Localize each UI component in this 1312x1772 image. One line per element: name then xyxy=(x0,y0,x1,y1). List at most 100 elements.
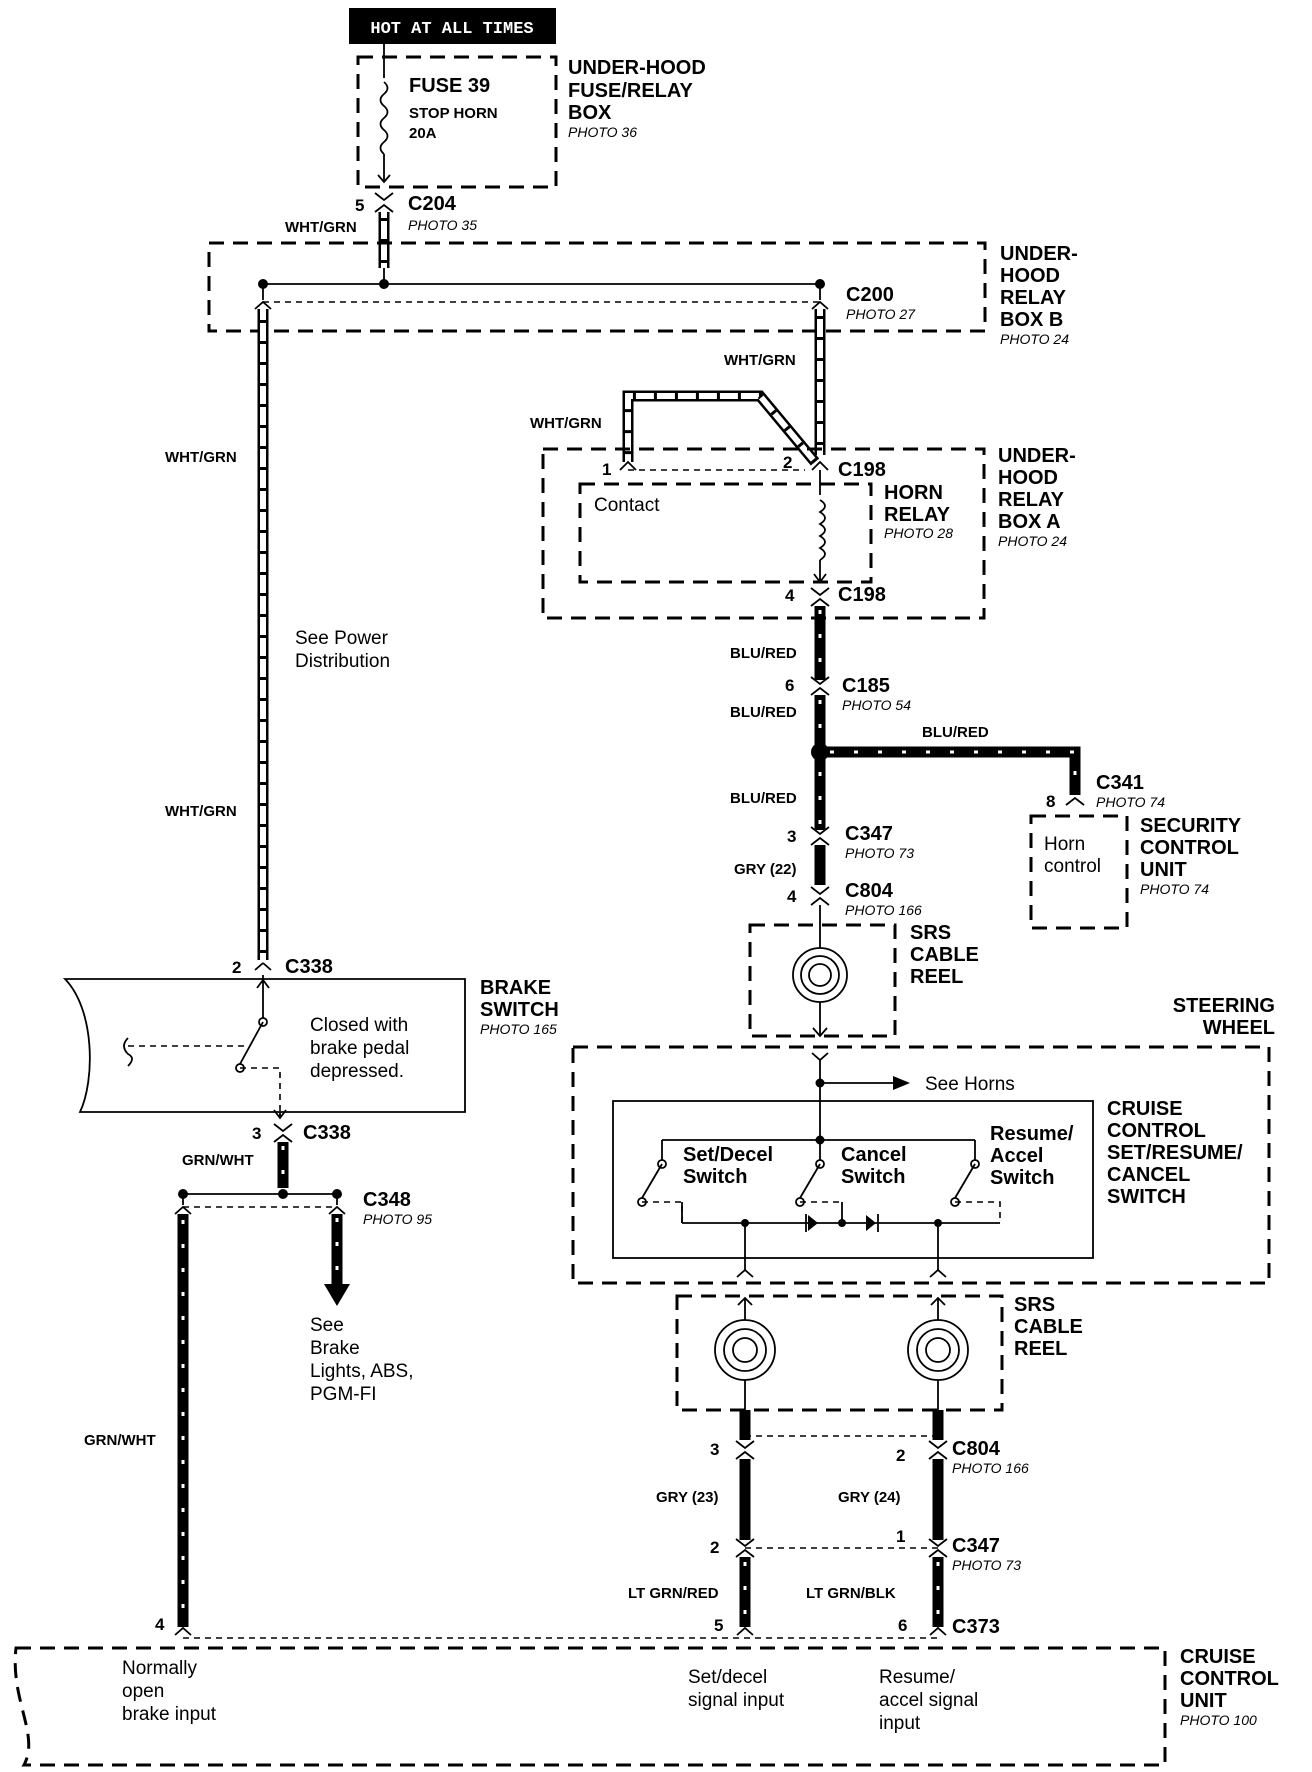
c198-bot: C198 xyxy=(838,584,886,606)
c185-pin: 6 xyxy=(785,676,794,695)
security-input-1: Horn xyxy=(1044,834,1085,855)
ccu-input1-c: brake input xyxy=(122,1704,217,1725)
relay-coil xyxy=(818,499,826,561)
brake-desc-1: Closed with xyxy=(310,1015,408,1036)
ccu-input3-b: accel signal xyxy=(879,1690,978,1711)
c204-name: C204 xyxy=(408,193,457,215)
c204-photo: PHOTO 35 xyxy=(408,217,477,233)
c204-pin: 5 xyxy=(355,196,364,215)
switch3-label-a: Resume/ xyxy=(990,1123,1074,1145)
see-brake-3: Lights, ABS, xyxy=(310,1361,414,1382)
box-b-photo: PHOTO 24 xyxy=(1000,331,1069,347)
ccu-title-2: CONTROL xyxy=(1180,1668,1279,1690)
whtgrn-relay-left: WHT/GRN xyxy=(530,415,602,432)
srs-top-title-1: SRS xyxy=(910,922,951,944)
c804-bot-pin-r: 2 xyxy=(896,1446,905,1465)
security-title-1: SECURITY xyxy=(1140,815,1242,837)
brake-title-1: BRAKE xyxy=(480,977,551,999)
fuse-box-photo: PHOTO 36 xyxy=(568,124,637,140)
ccu-title-1: CRUISE xyxy=(1180,1646,1256,1668)
srs-bot-title-2: CABLE xyxy=(1014,1316,1083,1338)
cruise-title-5: SWITCH xyxy=(1107,1186,1186,1208)
see-brake-arrow xyxy=(324,1284,350,1306)
box-a-photo: PHOTO 24 xyxy=(998,533,1067,549)
c338-top-pin: 2 xyxy=(232,958,241,977)
brake-desc-3: depressed. xyxy=(310,1061,404,1082)
security-title-2: CONTROL xyxy=(1140,837,1239,859)
box-a-title-2: HOOD xyxy=(998,467,1058,489)
horn-relay-title-1: HORN xyxy=(884,482,943,504)
box-a-title-3: RELAY xyxy=(998,489,1065,511)
srs-reel-bot-outline xyxy=(675,1294,1004,1412)
c338-bot-name: C338 xyxy=(303,1122,351,1144)
hot-label-box xyxy=(349,8,556,44)
steering-title-2: WHEEL xyxy=(1203,1017,1275,1039)
see-horns: See Horns xyxy=(925,1074,1015,1095)
security-title-3: UNIT xyxy=(1140,859,1187,881)
srs-top-title-2: CABLE xyxy=(910,944,979,966)
box-b-title-4: BOX B xyxy=(1000,309,1063,331)
grnwht-1: GRN/WHT xyxy=(182,1152,254,1169)
srs-bot-title-1: SRS xyxy=(1014,1294,1055,1316)
ccu-input2-b: signal input xyxy=(688,1690,785,1711)
box-b-title-1: UNDER- xyxy=(1000,243,1078,265)
fuse-box-title-2: FUSE/RELAY xyxy=(568,80,694,102)
whtgrn-upper-right: WHT/GRN xyxy=(724,352,796,369)
c185-name: C185 xyxy=(842,675,890,697)
horn-relay-outline xyxy=(578,482,873,584)
ccu-photo: PHOTO 100 xyxy=(1180,1712,1257,1728)
c200-photo: PHOTO 27 xyxy=(846,306,916,322)
fuse-box-title-1: UNDER-HOOD xyxy=(568,57,706,79)
c341-name: C341 xyxy=(1096,772,1144,794)
see-brake-1: See xyxy=(310,1315,344,1336)
whtgrn-left-lower: WHT/GRN xyxy=(165,803,237,820)
switch3-label-c: Switch xyxy=(990,1167,1054,1189)
ccu-input3-c: input xyxy=(879,1713,921,1734)
c347-bot-name: C347 xyxy=(952,1535,1000,1557)
power-note-1: See Power xyxy=(295,628,389,649)
box-b-title-2: HOOD xyxy=(1000,265,1060,287)
switch2-label-a: Cancel xyxy=(841,1144,907,1166)
c804-bot-photo: PHOTO 166 xyxy=(952,1460,1029,1476)
ltgrnblk: LT GRN/BLK xyxy=(806,1585,896,1602)
see-brake-2: Brake xyxy=(310,1338,360,1359)
cruise-title-2: CONTROL xyxy=(1107,1120,1206,1142)
security-input-2: control xyxy=(1044,856,1101,877)
srs-reel-top-outline xyxy=(748,923,897,1038)
hot-label: HOT AT ALL TIMES xyxy=(370,20,533,39)
gry23: GRY (23) xyxy=(656,1489,719,1506)
c341-pin: 8 xyxy=(1046,792,1055,811)
blured-2: BLU/RED xyxy=(730,704,797,721)
relay-contact: Contact xyxy=(594,495,660,516)
switch1-label-b: Switch xyxy=(683,1166,747,1188)
ccu-title-3: UNIT xyxy=(1180,1690,1227,1712)
c348-name: C348 xyxy=(363,1189,411,1211)
blured-branch: BLU/RED xyxy=(922,724,989,741)
see-horns-arrow xyxy=(893,1076,910,1090)
security-unit-outline xyxy=(1029,814,1129,930)
fuse-amp: 20A xyxy=(409,125,437,142)
cruise-title-4: CANCEL xyxy=(1107,1164,1190,1186)
brake-photo: PHOTO 165 xyxy=(480,1021,557,1037)
c338-bot-pin: 3 xyxy=(252,1124,261,1143)
horn-relay-title-2: RELAY xyxy=(884,504,951,526)
c347-top-pin: 3 xyxy=(787,827,796,846)
box-b-title-3: RELAY xyxy=(1000,287,1067,309)
steering-title-1: STEERING xyxy=(1173,995,1275,1017)
c198-top: C198 xyxy=(838,459,886,481)
ccu-pin-4: 4 xyxy=(155,1615,165,1634)
fuse-name: FUSE 39 xyxy=(409,75,490,97)
ltgrnred: LT GRN/RED xyxy=(628,1585,719,1602)
steering-wheel-outline xyxy=(571,1045,1271,1285)
fuse-symbol xyxy=(379,81,389,155)
fuse-desc: STOP HORN xyxy=(409,105,498,122)
c347-bot-photo: PHOTO 73 xyxy=(952,1557,1021,1573)
ccu-input3-a: Resume/ xyxy=(879,1667,956,1688)
brake-desc-2: brake pedal xyxy=(310,1038,409,1059)
whtgrn-left-upper: WHT/GRN xyxy=(165,449,237,466)
c347-bot-pin-l: 2 xyxy=(710,1538,719,1557)
switch3-label-b: Accel xyxy=(990,1145,1043,1167)
power-note-2: Distribution xyxy=(295,651,390,672)
c347-top-photo: PHOTO 73 xyxy=(845,845,914,861)
c373-name: C373 xyxy=(952,1616,1000,1638)
